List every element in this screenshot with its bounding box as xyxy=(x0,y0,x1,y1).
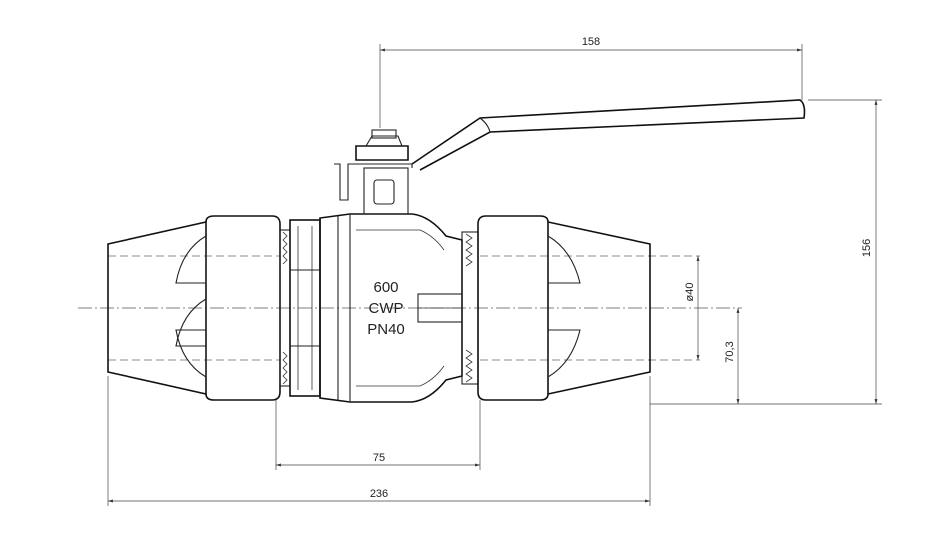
dimension-body-length: 75 xyxy=(275,400,481,470)
dimension-overall-length: 236 xyxy=(107,376,651,506)
dimension-bore-diameter: ø40 xyxy=(684,255,700,360)
stem-and-lever xyxy=(334,99,806,215)
valve-body xyxy=(319,213,463,403)
dimension-236-label: 236 xyxy=(370,488,388,500)
marking-line-3: PN40 xyxy=(367,321,405,338)
body-marking: 600 CWP PN40 xyxy=(367,279,405,338)
dimension-axis-height: 70,3 xyxy=(724,308,740,404)
dimension-158-label: 158 xyxy=(582,36,600,48)
right-coupling xyxy=(477,215,651,401)
dimension-70-3-label: 70,3 xyxy=(724,341,736,362)
dimension-156-label: 156 xyxy=(861,239,873,257)
dimension-bore-label: ø40 xyxy=(684,283,696,302)
dimension-75-label: 75 xyxy=(373,452,385,464)
marking-line-2: CWP xyxy=(369,300,404,317)
marking-line-1: 600 xyxy=(373,279,398,296)
dimension-lever-length: 158 xyxy=(379,36,803,128)
dimension-overall-height: 156 xyxy=(650,99,882,405)
